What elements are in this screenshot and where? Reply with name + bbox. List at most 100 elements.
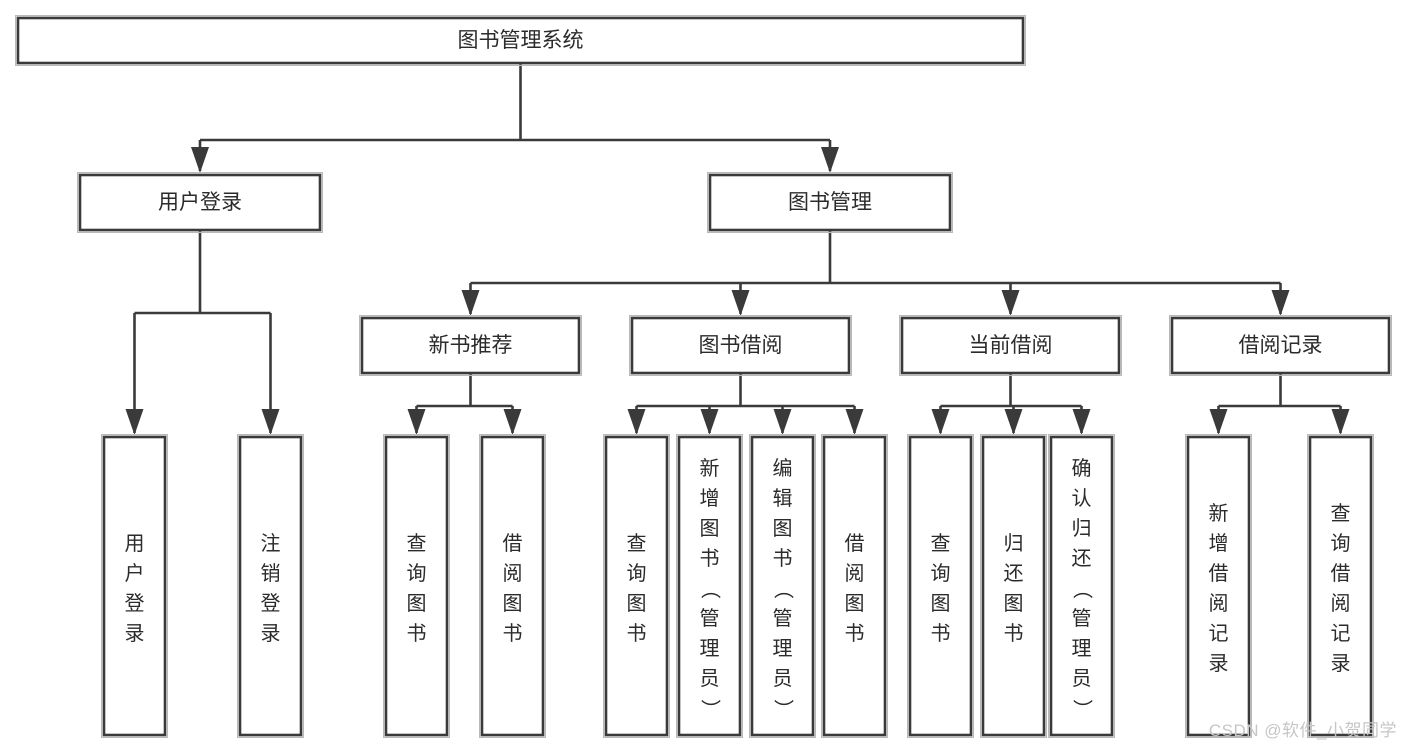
level2-node-user-login-box[interactable] [78,173,322,232]
arrow-head-icon-leaf-3-2 [1072,409,1091,435]
level2-node-label-book-manage: 图书管理 [788,191,872,214]
level3-node-current-borrow-box[interactable] [900,316,1121,375]
arrow-head-icon-leaf-3-1 [1004,409,1023,435]
svg-text:辑: 辑 [773,487,793,510]
leaf-node-leaf-query-book-2-halo [602,434,670,738]
leaf-node-leaf-borrow-book-2-box[interactable] [822,435,887,737]
arrow-head-icon-leaf-4-0 [1209,409,1228,435]
leaf-node-leaf-add-book-halo [675,434,743,738]
arrow-head-icon-l2-0 [191,147,209,173]
csdn-watermark: CSDN @软件_小贺同学 [1208,721,1397,740]
arrow-head-icon-leaf-0-1 [261,409,280,435]
svg-text:注: 注 [261,532,281,555]
leaf-node-leaf-query-book-2-box[interactable] [604,435,669,737]
svg-text:还: 还 [1072,547,1092,570]
svg-text:增: 增 [700,487,720,510]
svg-text:借: 借 [1209,562,1229,585]
svg-text:阅: 阅 [1331,592,1351,615]
svg-text:户: 户 [125,562,145,585]
arrow-head-icon-l3-2 [1001,290,1020,316]
leaf-node-leaf-user-login-halo [100,434,169,738]
leaf-node-leaf-confirm-return-halo [1047,434,1115,738]
level3-node-label-borrow-record: 借阅记录 [1239,334,1323,357]
level3-node-label-new-book-recommend: 新书推荐 [429,334,513,357]
svg-text:（: （ [699,579,722,599]
leaf-node-leaf-add-record-box[interactable] [1186,435,1251,737]
svg-text:书: 书 [845,622,865,645]
svg-text:借: 借 [1331,562,1351,585]
svg-text:查: 查 [627,532,647,555]
svg-text:图: 图 [503,593,523,615]
svg-text:理: 理 [773,638,793,660]
svg-text:询: 询 [931,562,951,585]
svg-text:图: 图 [773,518,793,540]
svg-text:查: 查 [1331,502,1351,525]
leaf-node-leaf-user-login-box[interactable] [102,435,167,737]
leaf-node-leaf-query-record-box[interactable] [1308,435,1373,737]
svg-text:图: 图 [700,518,720,540]
level3-node-book-borrow-halo [628,315,852,377]
svg-text:阅: 阅 [845,562,865,585]
leaf-node-leaf-add-book-box[interactable] [677,435,742,737]
svg-text:登: 登 [125,592,145,615]
root-node-halo [15,15,1026,66]
leaf-node-leaf-confirm-return-box[interactable] [1049,435,1114,737]
svg-text:员: 员 [773,668,793,690]
svg-text:归: 归 [1004,532,1024,555]
svg-text:借: 借 [503,532,523,555]
level3-node-borrow-record-box[interactable] [1170,316,1391,375]
leaf-node-label-leaf-user-login: 用户登录 [125,533,145,645]
connector-edges [125,63,1350,435]
leaf-node-leaf-query-book-3-box[interactable] [908,435,973,737]
svg-text:管: 管 [700,607,720,630]
leaf-node-leaf-return-book-box[interactable] [981,435,1046,737]
svg-text:书: 书 [1004,622,1024,645]
level3-node-borrow-record-halo [1168,315,1392,377]
leaf-node-leaf-add-record-halo [1184,434,1252,738]
svg-text:书: 书 [503,622,523,645]
level2-node-book-manage-box[interactable] [708,173,952,232]
svg-text:认: 认 [1072,487,1092,510]
root-node-box[interactable] [16,16,1025,65]
arrow-head-icon-leaf-4-1 [1331,409,1350,435]
level3-node-book-borrow-box[interactable] [630,316,851,375]
svg-text:查: 查 [407,532,427,555]
arrow-head-icon-leaf-2-3 [845,409,864,435]
level3-node-label-book-borrow: 图书借阅 [699,334,783,357]
arrow-head-icon-l3-3 [1271,290,1290,316]
svg-text:归: 归 [1072,517,1092,540]
level3-node-new-book-recommend-box[interactable] [360,316,581,375]
svg-text:书: 书 [627,622,647,645]
leaf-node-leaf-borrow-book-1-box[interactable] [480,435,545,737]
svg-text:录: 录 [125,623,145,645]
level2-node-label-user-login: 用户登录 [158,191,242,214]
svg-text:录: 录 [1331,653,1351,675]
svg-text:图: 图 [627,593,647,615]
leaf-node-leaf-query-book-1-box[interactable] [384,435,449,737]
leaf-node-leaf-logout-login-box[interactable] [238,435,303,737]
arrow-head-icon-leaf-0-0 [125,409,144,435]
svg-text:（: （ [772,579,795,599]
leaf-node-leaf-query-book-3-halo [906,434,974,738]
leaf-node-leaf-query-record-halo [1306,434,1374,738]
svg-text:销: 销 [261,562,281,585]
svg-text:新: 新 [1209,502,1229,525]
svg-text:询: 询 [1331,532,1351,555]
leaf-node-leaf-edit-book-halo [748,434,816,738]
svg-text:员: 员 [700,668,720,690]
svg-text:）: ） [699,699,722,719]
svg-text:理: 理 [700,638,720,660]
svg-text:阅: 阅 [1209,592,1229,615]
svg-text:还: 还 [1004,562,1024,585]
level3-node-new-book-recommend-halo [359,315,583,377]
svg-text:（: （ [1071,579,1094,599]
arrow-head-icon-leaf-2-2 [773,409,792,435]
leaf-node-leaf-edit-book-box[interactable] [750,435,815,737]
node-boxes: 图书管理系统用户登录图书管理新书推荐图书借阅当前借阅借阅记录用户登录注销登录查询… [15,15,1392,738]
